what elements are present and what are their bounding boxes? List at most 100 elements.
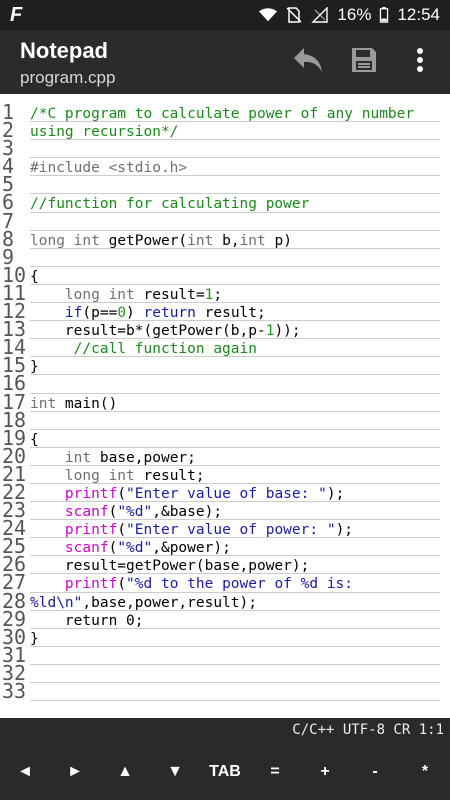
line-rule <box>30 247 440 249</box>
code-line[interactable]: 11 long int result=1; <box>0 280 450 305</box>
line-number: 30 <box>2 624 27 649</box>
toolbar-actions <box>290 42 438 78</box>
line-rule <box>30 139 440 141</box>
code-text: scanf("%d",&base); <box>64 504 223 521</box>
line-rule <box>30 464 440 466</box>
code-line[interactable]: 28%ld\n",base,power,result); <box>0 591 450 611</box>
code-text: if(p==0) return result; <box>64 305 266 322</box>
code-text: printf("Enter value of power: "); <box>64 522 354 539</box>
key-right[interactable]: ► <box>67 763 83 780</box>
code-line[interactable]: 16 <box>0 371 450 396</box>
code-text: return 0; <box>30 612 144 629</box>
code-line[interactable]: 14 //call function again <box>0 335 450 360</box>
code-text: long int getPower(int b,int p) <box>30 232 292 249</box>
code-line[interactable]: 29 return 0; <box>0 606 450 631</box>
line-number: 29 <box>2 606 27 631</box>
line-rule <box>30 302 440 304</box>
code-line[interactable]: 24 printf("Enter value of power: "); <box>0 518 450 539</box>
line-number: 5 <box>2 172 15 197</box>
line-rule <box>30 682 440 683</box>
code-text: } <box>30 630 39 647</box>
code-line[interactable]: 18 <box>0 410 450 430</box>
code-line[interactable]: 4#include <stdio.h> <box>0 156 450 177</box>
extra-keys-bar: ◄ ► ▲ ▼ TAB = + - * <box>0 752 450 792</box>
undo-icon <box>294 48 322 72</box>
save-button[interactable] <box>346 42 382 78</box>
line-number: 6 <box>2 190 15 215</box>
code-line[interactable]: 23 scanf("%d",&base); <box>0 498 450 523</box>
key-plus[interactable]: + <box>320 763 330 780</box>
line-number: 25 <box>2 534 27 559</box>
line-number: 11 <box>2 280 27 305</box>
code-line[interactable]: 22 printf("Enter value of base: "); <box>0 482 450 503</box>
line-rule <box>30 320 440 322</box>
key-left[interactable]: ◄ <box>17 763 33 780</box>
line-rule <box>30 519 440 521</box>
no-sim-icon <box>286 7 302 23</box>
code-line[interactable]: 20 int base,power; <box>0 446 450 466</box>
line-rule <box>30 555 440 557</box>
code-line[interactable]: 6 //function for calculating power <box>0 190 450 215</box>
line-rule <box>30 700 440 702</box>
code-text: int base,power; <box>64 449 196 466</box>
line-number: 26 <box>2 552 27 577</box>
line-number: 12 <box>2 299 27 324</box>
code-text: long int result; <box>64 467 205 484</box>
battery-icon <box>380 7 389 23</box>
code-line[interactable]: 9 <box>0 247 450 267</box>
line-rule <box>30 663 440 665</box>
code-line[interactable]: 10{ <box>0 265 450 285</box>
code-text: printf("Enter value of base: "); <box>64 485 345 502</box>
line-rule <box>30 338 440 340</box>
code-line[interactable]: 7 <box>0 211 450 231</box>
line-rule <box>30 501 440 503</box>
line-rule <box>30 591 440 593</box>
code-line[interactable]: 1/*C program to calculate power of any n… <box>0 102 450 123</box>
code-line[interactable]: 32 <box>0 663 450 683</box>
line-number: 23 <box>2 498 27 523</box>
code-line[interactable]: 25 scanf("%d",&power); <box>0 534 450 559</box>
key-down[interactable]: ▼ <box>167 763 183 780</box>
code-line[interactable]: 19{ <box>0 425 450 450</box>
line-rule <box>30 175 440 177</box>
code-editor[interactable]: 1/*C program to calculate power of any n… <box>0 102 450 720</box>
code-line[interactable]: 30} <box>0 624 450 649</box>
line-rule <box>30 283 440 285</box>
code-line[interactable]: 33 <box>0 681 450 702</box>
line-number: 8 <box>2 226 15 251</box>
code-line[interactable]: 8 long int getPower(int b,int p) <box>0 226 450 251</box>
save-icon <box>352 48 376 72</box>
line-rule <box>30 410 440 412</box>
more-vert-icon <box>417 48 423 72</box>
line-rule <box>30 573 440 575</box>
code-line[interactable]: 15} <box>0 355 450 376</box>
undo-button[interactable] <box>290 42 326 78</box>
line-number: 14 <box>2 335 27 360</box>
key-equals[interactable]: = <box>270 763 280 780</box>
code-text: %ld\n",base,power,result); <box>30 594 257 611</box>
clock: 12:54 <box>397 5 440 24</box>
code-line[interactable]: 12 if(p==0) return result; <box>0 299 450 324</box>
line-number: 16 <box>2 371 27 396</box>
code-line[interactable]: 26 result=getPower(base,power); <box>0 552 450 577</box>
code-line[interactable]: 21 long int result; <box>0 464 450 484</box>
code-line[interactable]: 13 result=b*(getPower(b,p-1)); <box>0 319 450 340</box>
code-text: //function for calculating power <box>30 196 310 213</box>
code-line[interactable]: 27 printf("%d to the power of %d is: <box>0 572 450 593</box>
key-asterisk[interactable]: * <box>421 763 429 780</box>
key-tab[interactable]: TAB <box>209 763 241 780</box>
status-right: 16% 12:54 <box>259 5 440 25</box>
overflow-menu-button[interactable] <box>402 42 438 78</box>
line-rule <box>30 482 440 484</box>
bottom-panel <box>0 718 450 800</box>
line-number: 19 <box>2 425 27 450</box>
app-logo: F <box>10 4 23 26</box>
code-line[interactable]: 5 <box>0 172 450 197</box>
code-line[interactable]: 31 <box>0 645 450 665</box>
key-up[interactable]: ▲ <box>117 763 133 780</box>
line-rule <box>30 428 440 430</box>
key-minus[interactable]: - <box>372 763 378 780</box>
code-line[interactable]: 3 <box>0 138 450 159</box>
